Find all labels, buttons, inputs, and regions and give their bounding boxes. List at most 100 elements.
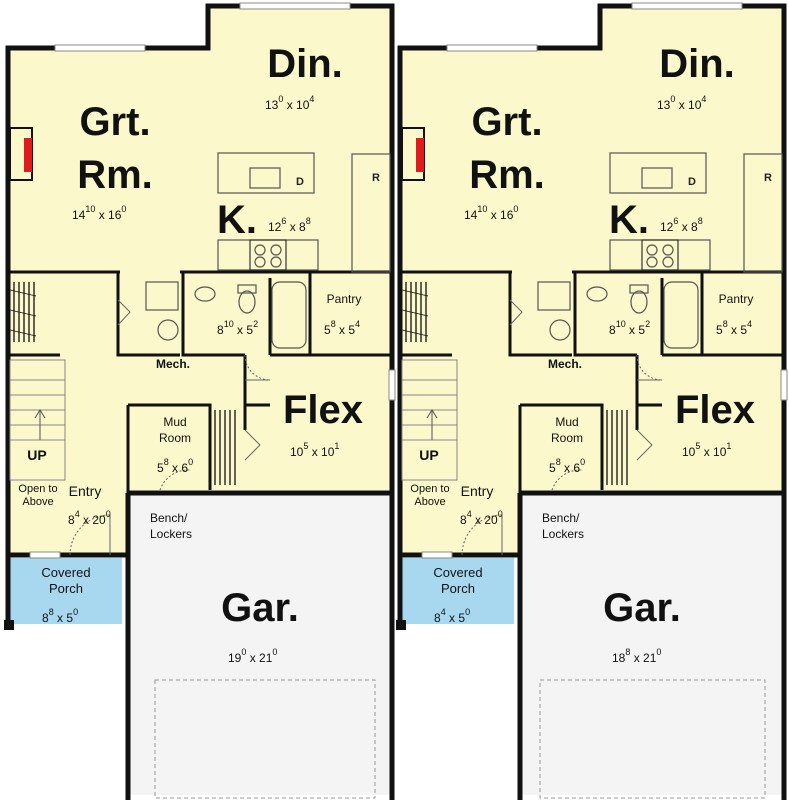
bathtub — [271, 281, 307, 349]
covered-porch-area — [400, 558, 514, 624]
window — [446, 44, 538, 52]
great-room-label-1: Grt. — [79, 100, 151, 144]
range — [249, 239, 287, 271]
great-room-dimensions: 1410 x 160 — [464, 204, 519, 222]
exterior-wall — [5, 3, 395, 800]
garage-area — [130, 493, 392, 795]
bench-lockers-label-2: Lockers — [542, 527, 585, 541]
window — [780, 369, 788, 401]
mud-room-label-1: Mud — [555, 415, 579, 429]
dining-label: Din. — [267, 42, 343, 86]
window — [54, 44, 146, 52]
mud-room-dimensions: 58 x 60 — [549, 457, 586, 475]
dining-label: Din. — [659, 42, 735, 86]
toilet — [630, 290, 648, 314]
bench-lockers-label-2: Lockers — [150, 527, 193, 541]
flex-dimensions: 105 x 101 — [682, 441, 732, 459]
window — [631, 2, 743, 10]
garage-area — [522, 493, 784, 795]
range — [641, 239, 679, 271]
garage-door-outline — [154, 679, 376, 799]
porch-dimensions: 88 x 50 — [42, 607, 79, 625]
porch-label-1: Covered — [433, 565, 483, 580]
sink — [194, 286, 216, 302]
unit-right — [396, 2, 788, 800]
open-to-above-label-1: Open to — [18, 483, 58, 495]
window — [29, 551, 61, 559]
flex-label: Flex — [674, 388, 756, 432]
porch-label-2: Porch — [49, 581, 83, 596]
entry-dimensions: 84 x 200 — [460, 509, 503, 527]
flex-label: Flex — [282, 388, 364, 432]
window — [239, 2, 351, 10]
floor-area — [400, 6, 784, 554]
great-room-label-2: Rm. — [77, 153, 153, 197]
pantry-label: Pantry — [718, 292, 754, 306]
mech-label: Mech. — [547, 357, 582, 371]
kitchen-sink — [249, 167, 281, 189]
garage-dimensions: 188 x 210 — [612, 647, 662, 665]
unit-left-labels: Grt. Rm. 1410 x 160 Din. 130 x 104 K. 12… — [18, 42, 380, 665]
dishwasher-label: D — [296, 176, 304, 188]
window — [388, 369, 396, 401]
bath-dimensions: 810 x 52 — [609, 319, 651, 337]
unit-right-labels: Grt. Rm. 1410 x 160 Din. 130 x 104 K. 12… — [392, 0, 787, 800]
great-room-dimensions: 1410 x 160 — [72, 204, 127, 222]
open-to-above-label-1: Open to — [410, 483, 450, 495]
porch-label-1: Covered — [41, 565, 91, 580]
bench-lockers-label-1: Bench/ — [150, 511, 188, 525]
mech-unit — [157, 319, 179, 341]
entry-label: Entry — [460, 483, 494, 499]
kitchen-island — [217, 152, 315, 194]
bath-dimensions: 810 x 52 — [217, 319, 259, 337]
garage-label: Gar. — [221, 586, 299, 630]
toilet — [238, 290, 256, 314]
mud-room-label-2: Room — [158, 431, 191, 445]
pantry-label: Pantry — [326, 292, 362, 306]
kitchen-dimensions: 126 x 88 — [660, 216, 703, 234]
kitchen-counter — [743, 153, 783, 273]
water-heater — [145, 281, 179, 311]
porch-dimensions: 84 x 50 — [434, 607, 471, 625]
pantry-dimensions: 58 x 54 — [716, 319, 753, 337]
mech-label: Mech. — [155, 357, 190, 371]
floor-area — [8, 6, 392, 554]
kitchen-counter — [351, 153, 391, 273]
garage-dimensions: 190 x 210 — [228, 647, 278, 665]
fireplace-hearth — [24, 138, 32, 172]
flex-dimensions: 105 x 101 — [290, 441, 340, 459]
sink — [586, 286, 608, 302]
mud-room-label-2: Room — [550, 431, 583, 445]
open-to-above-label-2: Above — [414, 496, 446, 508]
garage-door-outline — [539, 679, 766, 799]
great-room-label-1: Grt. — [471, 100, 543, 144]
dining-dimensions: 130 x 104 — [265, 94, 315, 112]
kitchen-label: K. — [609, 198, 649, 242]
fireplace-hearth — [416, 138, 424, 172]
dining-dimensions: 130 x 104 — [657, 94, 707, 112]
bathtub — [663, 281, 699, 349]
exterior-wall — [397, 3, 787, 800]
dishwasher-label: D — [688, 176, 696, 188]
mech-unit — [549, 319, 571, 341]
staircase — [9, 359, 66, 481]
kitchen-label: K. — [217, 198, 257, 242]
great-room-label-2: Rm. — [469, 153, 545, 197]
open-to-above-label-2: Above — [22, 496, 54, 508]
pantry-dimensions: 58 x 54 — [324, 319, 361, 337]
kitchen-sink — [641, 167, 673, 189]
entry-label: Entry — [68, 483, 102, 499]
window — [421, 551, 453, 559]
unit-left — [4, 2, 396, 800]
kitchen-dimensions: 126 x 88 — [268, 216, 311, 234]
bench-lockers-label-1: Bench/ — [542, 511, 580, 525]
entry-dimensions: 84 x 200 — [68, 509, 111, 527]
range-label: R — [372, 172, 380, 184]
mud-room-dimensions: 58 x 60 — [157, 457, 194, 475]
range-label: R — [764, 172, 772, 184]
water-heater — [537, 281, 571, 311]
porch-label-2: Porch — [441, 581, 475, 596]
stairs-up-label: UP — [419, 447, 439, 463]
kitchen-island — [609, 152, 707, 194]
